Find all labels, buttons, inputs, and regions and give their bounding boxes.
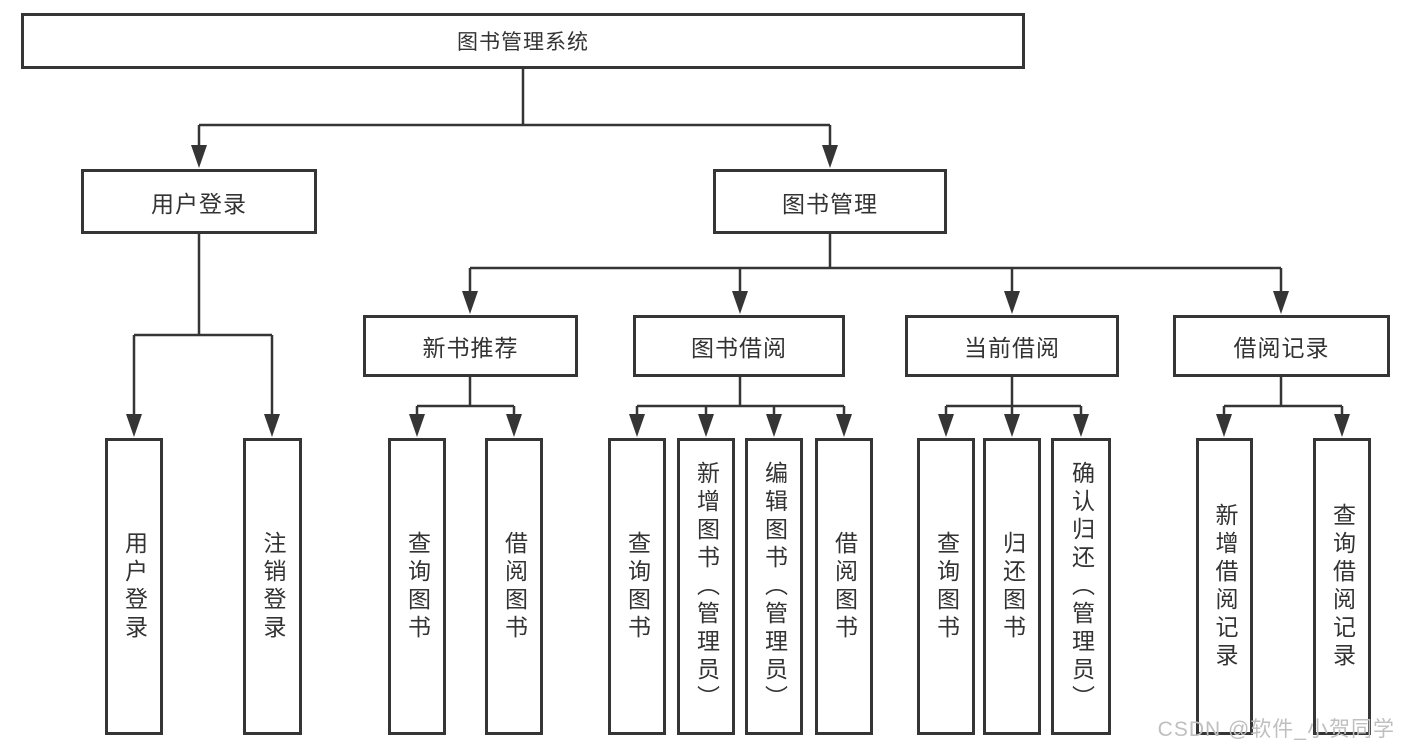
leaf-current-query-books: 查询图书 [917, 438, 975, 735]
leaf-logout: 注销登录 [243, 438, 302, 735]
node-root-library-management-system: 图书管理系统 [21, 13, 1025, 69]
leaf-borrowing-borrow-books: 借阅图书 [815, 438, 873, 735]
leaf-label: 归还图书 [999, 530, 1026, 643]
leaf-label: 确认归还（管理员） [1068, 460, 1095, 713]
node-label: 图书借阅 [691, 335, 787, 361]
leaf-label: 借阅图书 [501, 530, 528, 643]
leaf-label: 查询图书 [933, 530, 960, 643]
leaf-current-confirm-return-admin: 确认归还（管理员） [1051, 438, 1111, 735]
node-label: 图书管理 [782, 190, 878, 217]
node-label: 图书管理系统 [457, 31, 589, 54]
leaf-current-return-books: 归还图书 [983, 438, 1041, 735]
leaf-label: 新增图书（管理员） [693, 460, 720, 713]
node-new-book-recommend: 新书推荐 [363, 315, 578, 377]
leaf-records-add-record: 新增借阅记录 [1196, 438, 1253, 735]
node-current-borrowing: 当前借阅 [905, 315, 1119, 377]
leaf-label: 查询图书 [624, 530, 651, 643]
leaf-borrowing-query-books: 查询图书 [608, 438, 666, 735]
leaf-label: 查询借阅记录 [1329, 502, 1356, 671]
csdn-watermark: CSDN @软件_小贺同学 [1157, 718, 1395, 741]
leaf-label: 注销登录 [260, 530, 286, 643]
leaf-recommend-query-books: 查询图书 [388, 438, 446, 735]
node-label: 用户登录 [151, 190, 247, 217]
node-book-borrowing: 图书借阅 [633, 315, 845, 377]
leaf-borrowing-add-books-admin: 新增图书（管理员） [677, 438, 735, 735]
leaf-label: 新增借阅记录 [1212, 502, 1238, 671]
leaf-recommend-borrow-books: 借阅图书 [485, 438, 543, 735]
leaf-label: 查询图书 [404, 530, 431, 643]
node-label: 新书推荐 [422, 335, 519, 361]
leaf-borrowing-edit-books-admin: 编辑图书（管理员） [745, 438, 803, 735]
node-label: 借阅记录 [1233, 335, 1330, 361]
leaf-user-login: 用户登录 [105, 438, 163, 735]
node-user-login: 用户登录 [81, 169, 317, 234]
node-label: 当前借阅 [964, 335, 1060, 361]
leaf-label: 用户登录 [121, 530, 148, 643]
node-borrowing-records: 借阅记录 [1173, 315, 1390, 377]
leaf-records-query-record: 查询借阅记录 [1313, 438, 1371, 735]
node-book-management: 图书管理 [713, 169, 947, 234]
leaf-label: 借阅图书 [831, 530, 858, 643]
leaf-label: 编辑图书（管理员） [761, 460, 788, 713]
arrowheads [126, 145, 1350, 437]
